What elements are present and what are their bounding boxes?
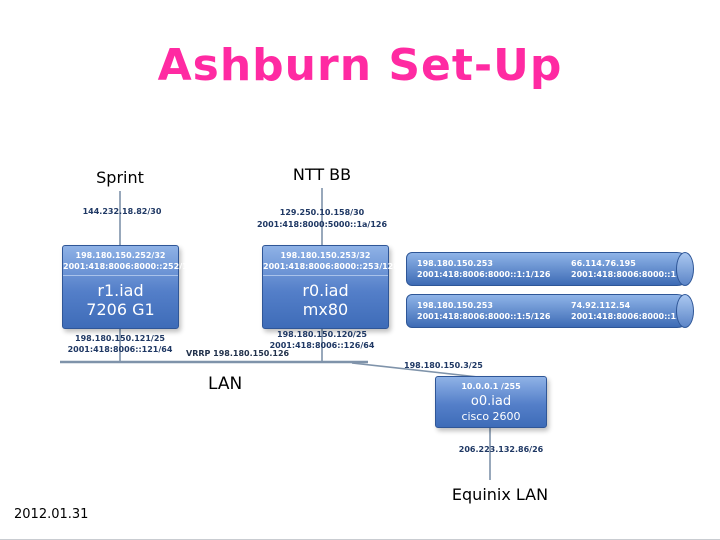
tube1-left-ips: 198.180.150.253 2001:418:8006:8000::1:1/…	[417, 258, 550, 280]
router-r1-ip4: 198.180.150.252/32	[75, 251, 166, 260]
tube1-left-ip4: 198.180.150.253	[417, 259, 493, 268]
r0-lan-ip6: 2001:418:8006::126/64	[269, 341, 375, 350]
router-r0-model: mx80	[302, 300, 349, 319]
slide-title: Ashburn Set-Up	[157, 40, 563, 91]
tube2-right-ip6: 2001:418:8006:8000::1:6/126	[571, 312, 705, 321]
transit-tube-2: 198.180.150.253 2001:418:8006:8000::1:5/…	[406, 294, 704, 328]
tube1-right-ip6: 2001:418:8006:8000::1:2/126	[571, 270, 705, 279]
r0-lan-ip4: 198.180.150.120/25	[277, 330, 367, 339]
tube2-right-ips: 74.92.112.54 2001:418:8006:8000::1:6/126	[571, 300, 704, 322]
router-r0-ip6: 2001:418:8006:8000::253/128	[263, 262, 399, 271]
o0-downlink-ip: 206.223.132.86/26	[458, 445, 544, 454]
router-o0: 10.0.0.1 /255 o0.iad cisco 2600	[435, 376, 547, 428]
router-r1-ips: 198.180.150.252/32 2001:418:8006:8000::2…	[63, 246, 199, 276]
router-o0-ip: 10.0.0.1 /255	[461, 382, 521, 391]
r1-lan-ip6: 2001:418:8006::121/64	[67, 345, 173, 354]
router-r0-ips: 198.180.150.253/32 2001:418:8006:8000::2…	[263, 246, 399, 276]
lan-uplink-ip: 198.180.150.3/25	[404, 361, 483, 370]
ntt-link-ip6: 2001:418:8000:5000::1a/126	[256, 220, 388, 229]
sprint-link-ip: 144.232.18.82/30	[82, 207, 162, 216]
tube1-right-ips: 66.114.76.195 2001:418:8006:8000::1:2/12…	[571, 258, 704, 280]
router-r0-name: r0.iad	[302, 281, 349, 300]
vrrp-label: VRRP 198.180.150.126	[186, 349, 290, 358]
tube2-left-ip6: 2001:418:8006:8000::1:5/126	[417, 312, 551, 321]
r1-lan-ip4: 198.180.150.121/25	[75, 334, 165, 343]
router-r1-model: 7206 G1	[86, 300, 155, 319]
transit-tube-1: 198.180.150.253 2001:418:8006:8000::1:1/…	[406, 252, 704, 286]
router-o0-name: o0.iad	[470, 394, 512, 409]
tube1-left-ip6: 2001:418:8006:8000::1:1/126	[417, 270, 551, 279]
router-o0-model: cisco 2600	[461, 410, 521, 423]
router-r0: 198.180.150.253/32 2001:418:8006:8000::2…	[262, 245, 399, 329]
slide-date: 2012.01.31	[14, 507, 89, 522]
tube2-left-ip4: 198.180.150.253	[417, 301, 493, 310]
sprint-label: Sprint	[96, 168, 144, 187]
tube2-right-ip4: 74.92.112.54	[571, 301, 631, 310]
ntt-link-ip4: 129.250.10.158/30	[279, 208, 365, 217]
lan-label: LAN	[208, 374, 243, 394]
router-r1: 198.180.150.252/32 2001:418:8006:8000::2…	[62, 245, 199, 329]
router-r1-ip6: 2001:418:8006:8000::252/128	[63, 262, 199, 271]
router-o0-ips: 10.0.0.1 /255	[436, 377, 546, 392]
ntt-label: NTT BB	[292, 165, 352, 184]
router-r1-name: r1.iad	[97, 281, 144, 300]
router-r0-ip4: 198.180.150.253/32	[280, 251, 371, 260]
tube2-left-ips: 198.180.150.253 2001:418:8006:8000::1:5/…	[417, 300, 550, 322]
tube1-right-ip4: 66.114.76.195	[571, 259, 636, 268]
equinix-lan-label: Equinix LAN	[451, 485, 549, 504]
